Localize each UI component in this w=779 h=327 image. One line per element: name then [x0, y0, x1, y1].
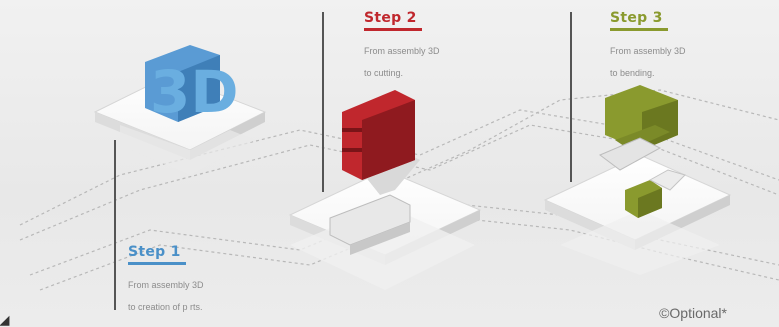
step-3-label: Step 3 From assembly 3D to bending. — [610, 10, 686, 90]
optional-note: ©Optional* — [659, 305, 727, 321]
step-2-desc-line-1: From assembly 3D — [364, 46, 440, 56]
step-1-underline — [128, 262, 186, 265]
step-3-pointer-line — [570, 12, 572, 182]
step-1-desc-line-2: to creation of p rts. — [128, 302, 203, 312]
step-2-pointer-line — [322, 12, 324, 192]
step-3-desc-line-2: to bending. — [610, 68, 655, 78]
step-1-title: Step 1 — [128, 244, 181, 260]
cutting-machine-icon — [329, 90, 420, 255]
bending-machine-icon — [599, 85, 686, 218]
step-1-desc-line-1: From assembly 3D — [128, 280, 204, 290]
step-2-underline — [364, 28, 422, 31]
3d-model-icon: 3D — [145, 45, 239, 126]
3d-icon-text: 3D — [150, 58, 239, 126]
step-3-desc-line-1: From assembly 3D — [610, 46, 686, 56]
step-1-pointer-line — [114, 140, 116, 310]
step-3-underline — [610, 28, 668, 31]
corner-logo-fragment-icon: ◢ — [0, 313, 10, 327]
step-2-title: Step 2 — [364, 10, 417, 26]
step-1-label: Step 1 From assembly 3D to creation of p… — [128, 244, 204, 324]
step-2-desc-line-2: to cutting. — [364, 68, 404, 78]
step-3-title: Step 3 — [610, 10, 663, 26]
step-2-label: Step 2 From assembly 3D to cutting. — [364, 10, 440, 90]
